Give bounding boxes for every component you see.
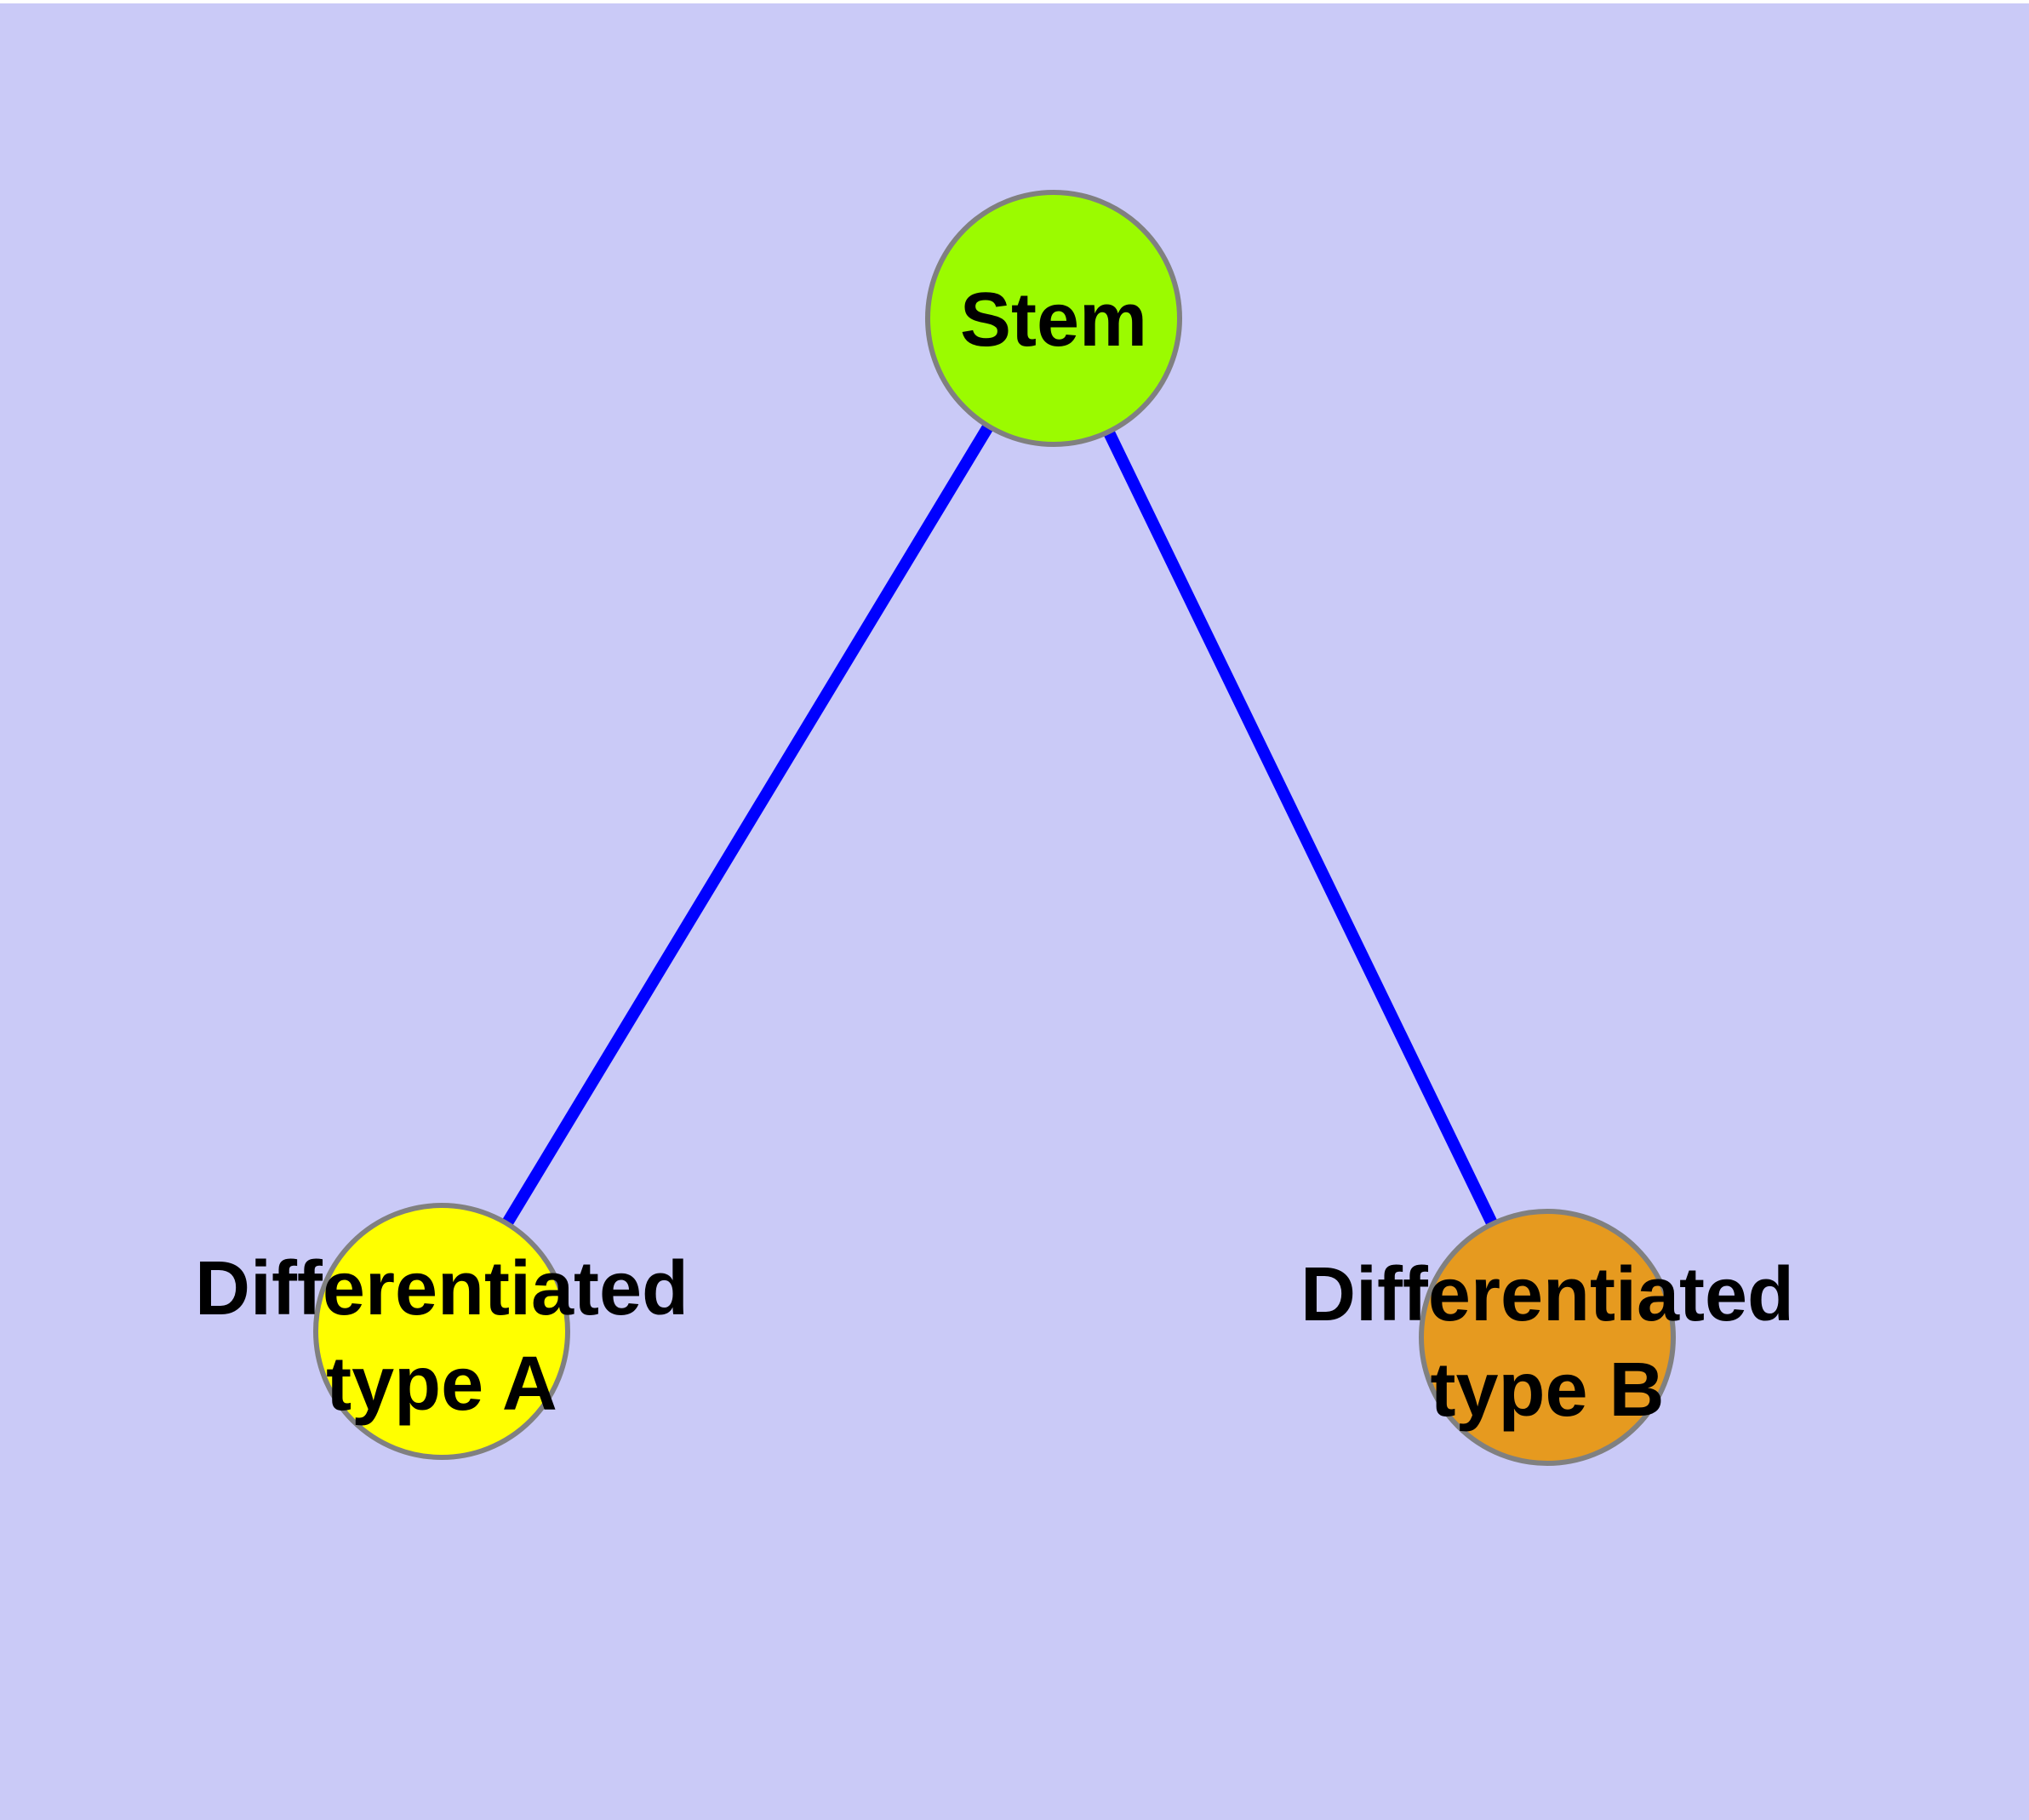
top-margin	[0, 0, 2029, 3]
node-type-b-label-line1: Differentiated	[1300, 1252, 1794, 1337]
node-stem-label: Stem	[960, 278, 1147, 363]
node-type-a-label-line2: type A	[326, 1342, 557, 1427]
edge-stem-to-type-b	[1048, 315, 1553, 1341]
node-differentiated-type-b	[1419, 1209, 1676, 1466]
node-type-a-label-line1: Differentiated	[195, 1246, 689, 1331]
node-type-b-label-line2: type B	[1430, 1348, 1664, 1433]
node-differentiated-type-a	[313, 1203, 570, 1460]
edge-stem-to-type-a	[437, 315, 1059, 1335]
node-stem	[925, 190, 1182, 447]
